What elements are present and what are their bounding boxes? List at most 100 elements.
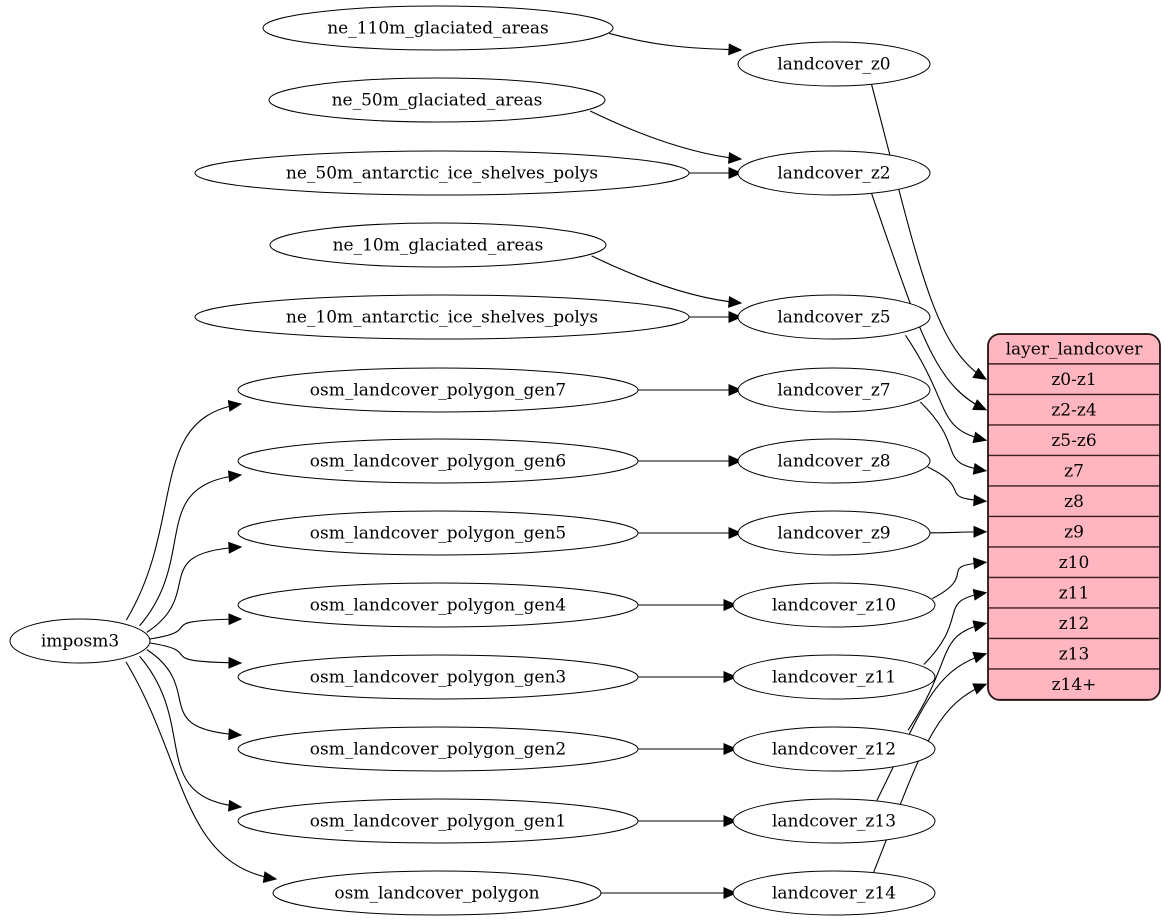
table-row-z11[interactable]: z11: [988, 576, 1160, 609]
node-label: ne_110m_glaciated_areas: [327, 19, 549, 39]
table-row-rect: [988, 393, 1160, 426]
edge-landcover_z13-to-table-row-9: [876, 651, 988, 801]
edge-osm_landcover_polygon_gen5-to-landcover_z9: [638, 527, 743, 539]
node-ne_50m_glaciated_areas[interactable]: ne_50m_glaciated_areas: [268, 77, 606, 123]
node-landcover_z7[interactable]: landcover_z7: [737, 367, 931, 413]
node-label: osm_landcover_polygon_gen2: [310, 740, 566, 760]
edges-layer: [125, 32, 988, 899]
edge-imposm3-to-osm_landcover_polygon_gen5: [146, 541, 243, 633]
edge-arrowhead: [972, 431, 988, 444]
table-row-z12[interactable]: z12: [988, 607, 1160, 640]
edge-imposm3-to-osm_landcover_polygon: [125, 661, 278, 884]
edge-arrowhead: [972, 462, 988, 475]
edge-line: [932, 561, 987, 600]
table-row-z13[interactable]: z13: [988, 637, 1160, 670]
node-label: ne_10m_antarctic_ice_shelves_polys: [286, 308, 598, 328]
natural-earth-node-ellipse: [262, 5, 614, 51]
edge-osm_landcover_polygon_gen1-to-landcover_z13: [638, 815, 738, 827]
node-landcover_z8[interactable]: landcover_z8: [737, 438, 931, 484]
osm-source-node-ellipse: [272, 870, 602, 916]
table-row-z10[interactable]: z10: [988, 546, 1160, 579]
table-row-z14+[interactable]: z14+: [988, 668, 1160, 700]
edge-arrowhead: [972, 683, 988, 695]
node-label: landcover_z11: [772, 668, 896, 688]
table-row-z0-z1[interactable]: z0-z1: [988, 363, 1160, 396]
osm-source-node-ellipse: [237, 798, 639, 844]
edge-line: [125, 403, 242, 621]
edge-imposm3-to-osm_landcover_polygon_gen4: [149, 613, 243, 640]
node-landcover_z10[interactable]: landcover_z10: [732, 582, 936, 628]
node-landcover_z2[interactable]: landcover_z2: [737, 150, 931, 196]
table-row-z9[interactable]: z9: [988, 515, 1160, 548]
table-row-rect: [988, 454, 1160, 487]
node-imposm3[interactable]: imposm3: [9, 618, 151, 664]
edge-arrowhead: [728, 167, 743, 179]
node-landcover_z11[interactable]: landcover_z11: [732, 654, 936, 700]
node-ne_50m_antarctic_ice_shelves_polys[interactable]: ne_50m_antarctic_ice_shelves_polys: [194, 150, 690, 196]
table-row-rect: [988, 546, 1160, 579]
edge-ne_10m_glaciated_areas-to-landcover_z5: [591, 255, 743, 308]
table-header-row: layer_landcover: [988, 334, 1160, 365]
landcover-node-ellipse: [732, 798, 936, 844]
table-row-z5-z6[interactable]: z5-z6: [988, 424, 1160, 457]
node-landcover_z5[interactable]: landcover_z5: [737, 294, 931, 340]
node-osm_landcover_polygon_gen3[interactable]: osm_landcover_polygon_gen3: [237, 654, 639, 700]
node-ne_110m_glaciated_areas[interactable]: ne_110m_glaciated_areas: [262, 5, 614, 51]
table-row-rect: [988, 668, 1160, 700]
landcover-zoom-nodes-group: landcover_z0 landcover_z2 landcover_z5land…: [732, 41, 936, 916]
node-landcover_z0[interactable]: landcover_z0: [737, 41, 931, 87]
node-ne_10m_glaciated_areas[interactable]: ne_10m_glaciated_areas: [269, 222, 607, 268]
edge-osm_landcover_polygon_gen7-to-landcover_z7: [638, 384, 743, 396]
edge-imposm3-to-osm_landcover_polygon_gen6: [139, 470, 243, 627]
edge-arrowhead: [228, 541, 243, 554]
edge-line: [871, 193, 987, 411]
node-osm_landcover_polygon[interactable]: osm_landcover_polygon: [272, 870, 602, 916]
osm-source-node-ellipse: [237, 654, 639, 700]
table-row-rect: [988, 576, 1160, 609]
node-osm_landcover_polygon_gen5[interactable]: osm_landcover_polygon_gen5: [237, 510, 639, 556]
edge-arrowhead: [262, 871, 278, 884]
edge-line: [907, 622, 987, 731]
edge-imposm3-to-osm_landcover_polygon_gen1: [139, 655, 243, 812]
node-label: ne_10m_glaciated_areas: [333, 236, 544, 256]
node-osm_landcover_polygon_gen1[interactable]: osm_landcover_polygon_gen1: [237, 798, 639, 844]
node-osm_landcover_polygon_gen4[interactable]: osm_landcover_polygon_gen4: [237, 582, 639, 628]
node-label: osm_landcover_polygon_gen4: [310, 596, 566, 616]
table-row-label: z8: [1064, 492, 1084, 512]
edge-line: [149, 642, 242, 664]
landcover-node-ellipse: [732, 582, 936, 628]
node-osm_landcover_polygon_gen2[interactable]: osm_landcover_polygon_gen2: [237, 726, 639, 772]
edge-arrowhead: [723, 815, 738, 827]
edge-ne_50m_glaciated_areas-to-landcover_z2: [589, 110, 743, 164]
node-ne_10m_antarctic_ice_shelves_polys[interactable]: ne_10m_antarctic_ice_shelves_polys: [194, 294, 690, 340]
edge-line: [125, 661, 277, 880]
natural-earth-node-ellipse: [269, 222, 607, 268]
landcover-node-ellipse: [737, 150, 931, 196]
node-landcover_z13[interactable]: landcover_z13: [732, 798, 936, 844]
table-row-z7[interactable]: z7: [988, 454, 1160, 487]
node-label: osm_landcover_polygon: [334, 884, 539, 904]
edge-arrowhead: [973, 525, 988, 538]
node-osm_landcover_polygon_gen7[interactable]: osm_landcover_polygon_gen7: [237, 367, 639, 413]
edge-arrowhead: [723, 599, 738, 611]
imposm3-source-node-group: imposm3: [9, 618, 151, 664]
edge-landcover_z2-to-table-row-1: [871, 193, 988, 411]
edge-landcover_z8-to-table-row-4: [927, 466, 988, 507]
table-row-z8[interactable]: z8: [988, 485, 1160, 518]
node-landcover_z12[interactable]: landcover_z12: [732, 726, 936, 772]
table-row-label: z0-z1: [1051, 370, 1096, 390]
edge-ne_110m_glaciated_areas-to-landcover_z0: [609, 32, 743, 56]
edge-line: [919, 401, 987, 472]
node-label: osm_landcover_polygon_gen6: [310, 452, 566, 472]
node-landcover_z9[interactable]: landcover_z9: [737, 510, 931, 556]
table-row-z2-z4[interactable]: z2-z4: [988, 393, 1160, 426]
node-label: osm_landcover_polygon_gen3: [310, 668, 566, 688]
table-title: layer_landcover: [1006, 340, 1144, 360]
edge-line: [905, 335, 987, 441]
table-row-label: z12: [1059, 614, 1090, 634]
node-landcover_z14[interactable]: landcover_z14: [732, 870, 936, 916]
node-osm_landcover_polygon_gen6[interactable]: osm_landcover_polygon_gen6: [237, 438, 639, 484]
landcover-node-ellipse: [732, 870, 936, 916]
edge-line: [871, 84, 987, 380]
